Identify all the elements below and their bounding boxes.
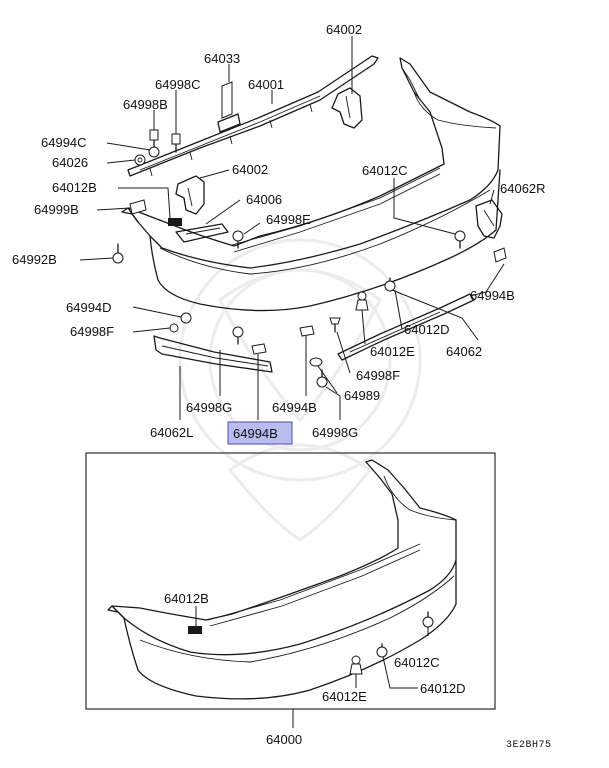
label-64998B: 64998B [123, 97, 168, 112]
inset-label-64012D: 64012D [420, 681, 466, 696]
label-64998G-right: 64998G [312, 425, 358, 440]
washer-64989 [309, 357, 323, 367]
clip-64994B-hl [251, 343, 267, 355]
label-64992B: 64992B [12, 252, 57, 267]
bumper-cover-exploded [121, 57, 501, 312]
label-64998C: 64998C [155, 77, 201, 92]
upper-retainer-64001 [127, 55, 379, 177]
label-64033: 64033 [204, 51, 240, 66]
label-64012C: 64012C [362, 163, 408, 178]
watermark-emblem [178, 238, 422, 542]
highlight-box [227, 421, 293, 445]
label-64994D: 64994D [66, 300, 112, 315]
label-64998E: 64998E [266, 212, 311, 227]
nut-64994C [148, 146, 160, 158]
labels: 64002 64033 64998C 64001 64998B 64994C 6… [12, 22, 552, 751]
label-64012B: 64012B [52, 180, 97, 195]
bumper-cover-64000 [107, 459, 457, 700]
label-64994B-highlighted: 64994B [233, 426, 278, 441]
label-64062L: 64062L [150, 425, 193, 440]
label-64994B-mid: 64994B [272, 400, 317, 415]
bracket-64002-mid [175, 175, 205, 215]
leader-lines-top [79, 36, 505, 297]
inset-frame [85, 452, 496, 710]
label-64998F-left: 64998F [70, 324, 114, 339]
clip-64994B-m [299, 325, 315, 337]
clip-64994D [180, 312, 192, 324]
label-64006: 64006 [246, 192, 282, 207]
label-64994C: 64994C [41, 135, 87, 150]
clip-64012C-top [454, 230, 466, 249]
screw-64992B [112, 243, 124, 264]
label-64998F-right: 64998F [356, 368, 400, 383]
clip-64998E [232, 230, 244, 249]
bracket-64002-top [331, 87, 363, 129]
inset-label-64012B: 64012B [164, 591, 209, 606]
label-64012D: 64012D [404, 322, 450, 337]
pad-64033 [217, 81, 241, 133]
label-64012E: 64012E [370, 344, 415, 359]
inset-label-64012C: 64012C [394, 655, 440, 670]
screw-64998G-l [232, 326, 244, 345]
label-64026: 64026 [52, 155, 88, 170]
leader-lines-inset [195, 606, 429, 728]
label-64062R: 64062R [500, 181, 546, 196]
clip-64998F-l [169, 323, 179, 333]
clip-64999B [129, 199, 147, 215]
label-64994B-right: 64994B [470, 288, 515, 303]
clip-64012D [384, 277, 396, 292]
screw-64998G-r [316, 369, 328, 388]
diagram-code: 3E2BH75 [506, 740, 552, 751]
clip-64998B [149, 129, 159, 149]
label-64998G-left: 64998G [186, 400, 232, 415]
clip-64012E [355, 291, 369, 311]
leader-lines-middle [132, 289, 479, 420]
clip-64998F-r [329, 317, 341, 333]
plate-64006 [175, 223, 229, 243]
label-64002-top: 64002 [326, 22, 362, 37]
strip-64062 [337, 293, 475, 361]
clip-64012B-top [168, 218, 182, 226]
label-64000: 64000 [266, 732, 302, 747]
label-64002-mid: 64002 [232, 162, 268, 177]
label-64989: 64989 [344, 388, 380, 403]
label-64062: 64062 [446, 344, 482, 359]
nut-64026 [134, 154, 146, 166]
label-64001: 64001 [248, 77, 284, 92]
inset-label-64012E: 64012E [322, 689, 367, 704]
label-64999B: 64999B [34, 202, 79, 217]
bracket-64062R [475, 199, 507, 263]
strip-64062L [153, 335, 273, 373]
